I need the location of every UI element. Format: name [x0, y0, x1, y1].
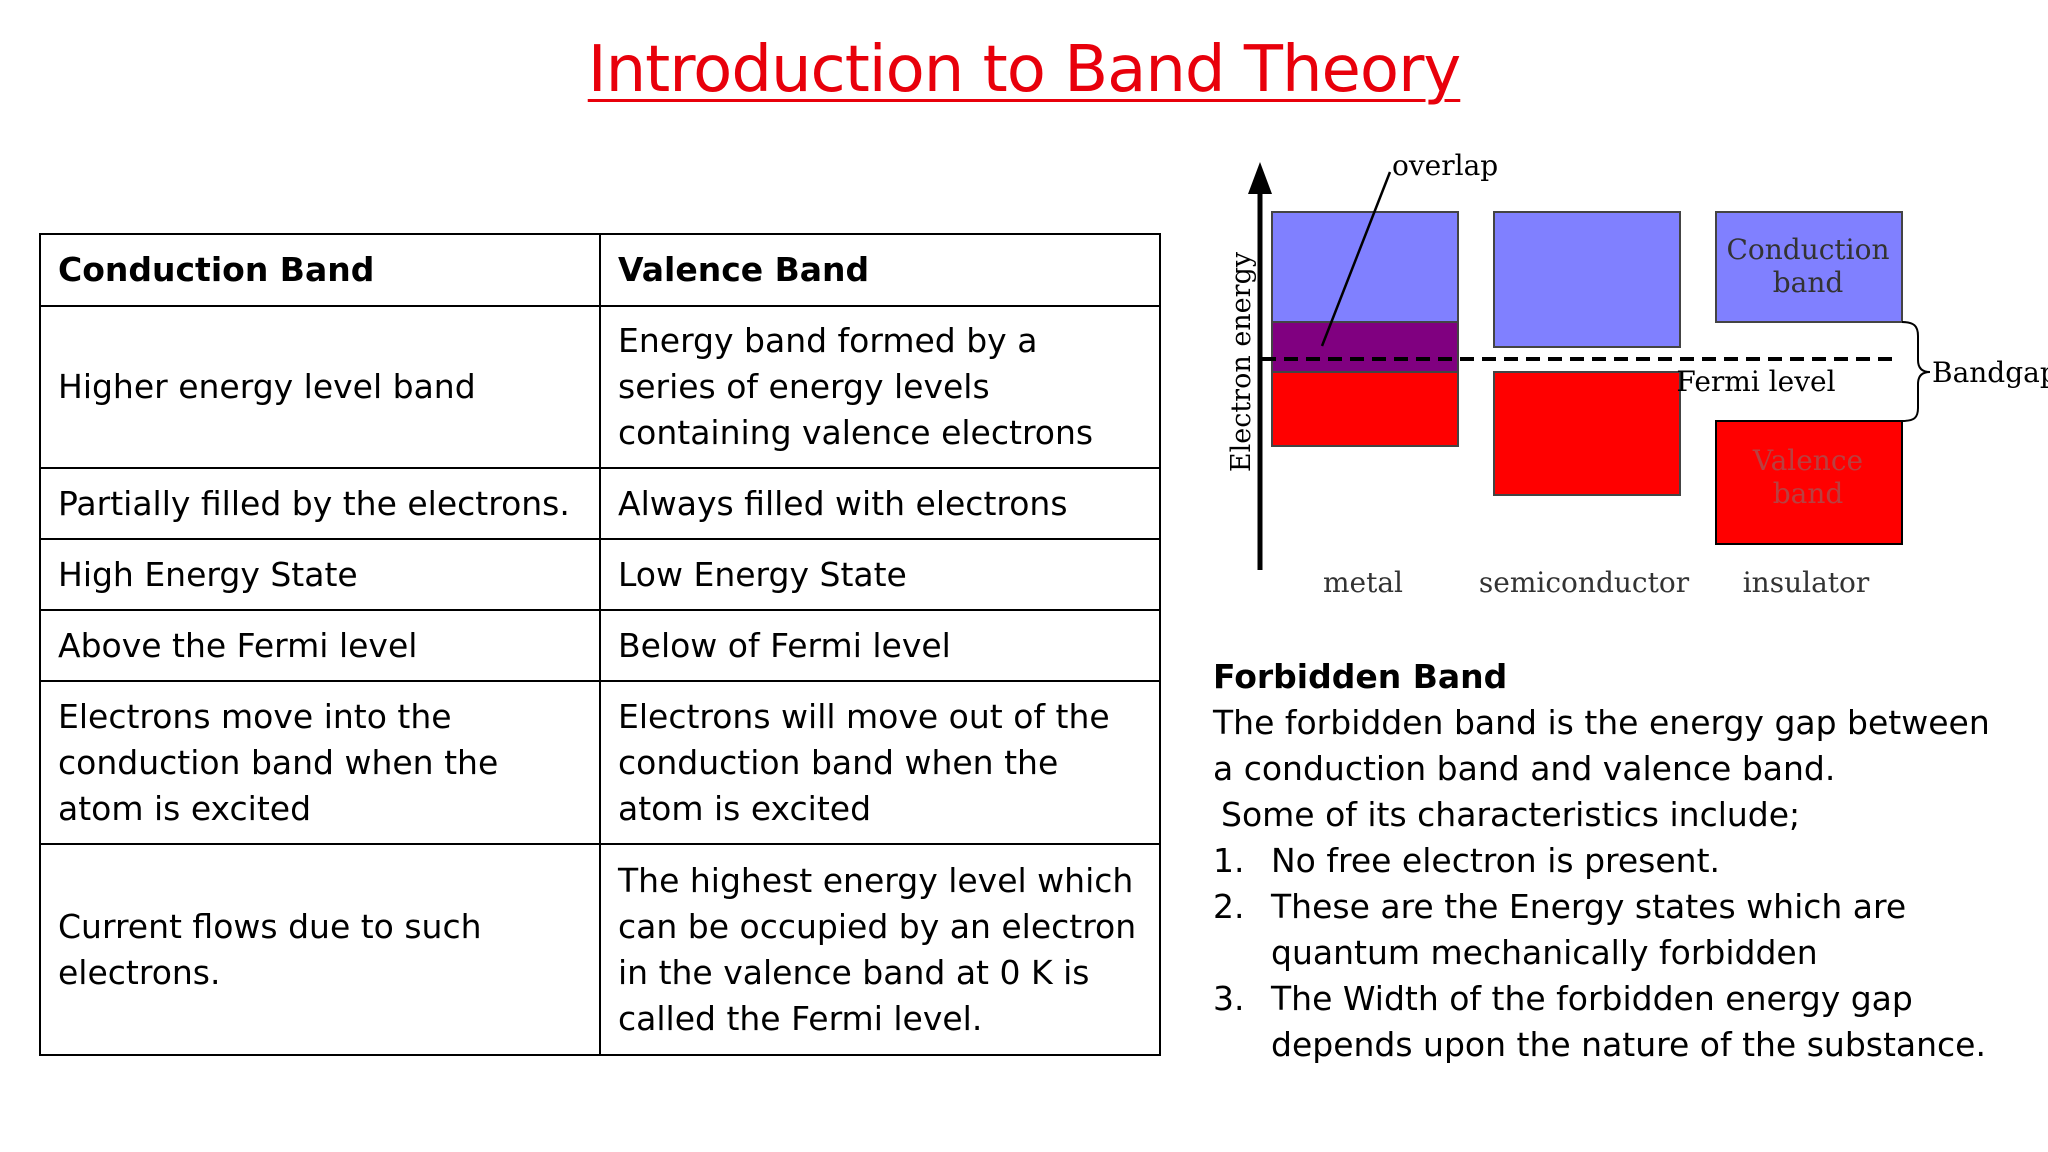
table-cell: The highest energy level which can be oc… [599, 843, 1161, 1056]
band-comparison-table: Conduction Band Valence Band Higher ener… [39, 233, 1161, 1056]
table-row: High Energy State Low Energy State [39, 538, 1161, 611]
table-row: Higher energy level band Energy band for… [39, 305, 1161, 469]
table-cell: Energy band formed by a series of energy… [599, 305, 1161, 469]
category-label-insulator: insulator [1743, 566, 1870, 599]
semiconductor-valence-band [1493, 371, 1681, 496]
table-row: Partially filled by the electrons. Alway… [39, 467, 1161, 540]
bandgap-brace [1901, 321, 1931, 422]
table-cell: Partially filled by the electrons. [39, 467, 601, 540]
forbidden-band-section: Forbidden Band The forbidden band is the… [1213, 654, 2013, 1068]
band-diagram: Electron energy Conduction band Valence … [1226, 150, 2048, 599]
bandgap-label: Bandgap [1932, 356, 2048, 389]
forbidden-band-intro-line: a conduction band and valence band. [1213, 749, 1836, 788]
valence-band-label-line1: Valence [1752, 444, 1863, 477]
table-cell: Above the Fermi level [39, 609, 601, 682]
list-item-line: No free electron is present. [1271, 841, 1720, 880]
list-item-line: quantum mechanically forbidden [1271, 933, 1818, 972]
table-row: Above the Fermi level Below of Fermi lev… [39, 609, 1161, 682]
list-item-line: The Width of the forbidden energy gap [1271, 979, 1913, 1018]
list-item-line: These are the Energy states which are [1271, 887, 1907, 926]
characteristics-list: 1. No free electron is present. 2. These… [1213, 838, 2013, 1068]
arrow-up-icon [1248, 162, 1272, 194]
forbidden-band-title: Forbidden Band [1213, 657, 1508, 696]
table-row: Electrons move into the conduction band … [39, 680, 1161, 845]
page-title: Introduction to Band Theory [587, 33, 1462, 107]
category-label-semiconductor: semiconductor [1479, 566, 1690, 599]
category-label-metal: metal [1323, 566, 1403, 599]
conduction-band-label-line1: Conduction [1726, 233, 1889, 266]
list-item: 1. No free electron is present. [1213, 838, 2013, 884]
table-header-row: Conduction Band Valence Band [39, 233, 1161, 307]
insulator-valence-band [1715, 420, 1903, 545]
table-cell: Higher energy level band [39, 305, 601, 469]
y-axis-label: Electron energy [1226, 251, 1257, 472]
table-cell: Electrons will move out of the conductio… [599, 680, 1161, 845]
table-row: Current flows due to such electrons. The… [39, 843, 1161, 1056]
conduction-band-label-line2: band [1773, 266, 1844, 299]
list-number: 3. [1213, 979, 1245, 1018]
forbidden-band-intro-line: Some of its characteristics include; [1221, 795, 1801, 834]
metal-overlap-region [1271, 321, 1459, 373]
insulator-conduction-band [1715, 211, 1903, 323]
list-number: 2. [1213, 887, 1245, 926]
forbidden-band-intro-line: The forbidden band is the energy gap bet… [1213, 703, 1990, 742]
fermi-level-label: Fermi level [1676, 365, 1835, 398]
table-cell: Always filled with electrons [599, 467, 1161, 540]
header-conduction-band: Conduction Band [39, 233, 601, 307]
overlap-label: overlap [1392, 150, 1498, 182]
overlap-pointer-line [1320, 171, 1392, 347]
list-item-line: depends upon the nature of the substance… [1271, 1025, 1986, 1064]
table-cell: Low Energy State [599, 538, 1161, 611]
valence-band-label-line2: band [1773, 477, 1844, 510]
table-cell: High Energy State [39, 538, 601, 611]
list-item: 2. These are the Energy states which are… [1213, 884, 2013, 976]
metal-conduction-band [1271, 211, 1459, 323]
header-valence-band: Valence Band [599, 233, 1161, 307]
table-cell: Current flows due to such electrons. [39, 843, 601, 1056]
semiconductor-conduction-band [1493, 211, 1681, 348]
table-cell: Below of Fermi level [599, 609, 1161, 682]
table-cell: Electrons move into the conduction band … [39, 680, 601, 845]
metal-valence-band [1271, 371, 1459, 447]
list-number: 1. [1213, 841, 1245, 880]
list-item: 3. The Width of the forbidden energy gap… [1213, 976, 2013, 1068]
